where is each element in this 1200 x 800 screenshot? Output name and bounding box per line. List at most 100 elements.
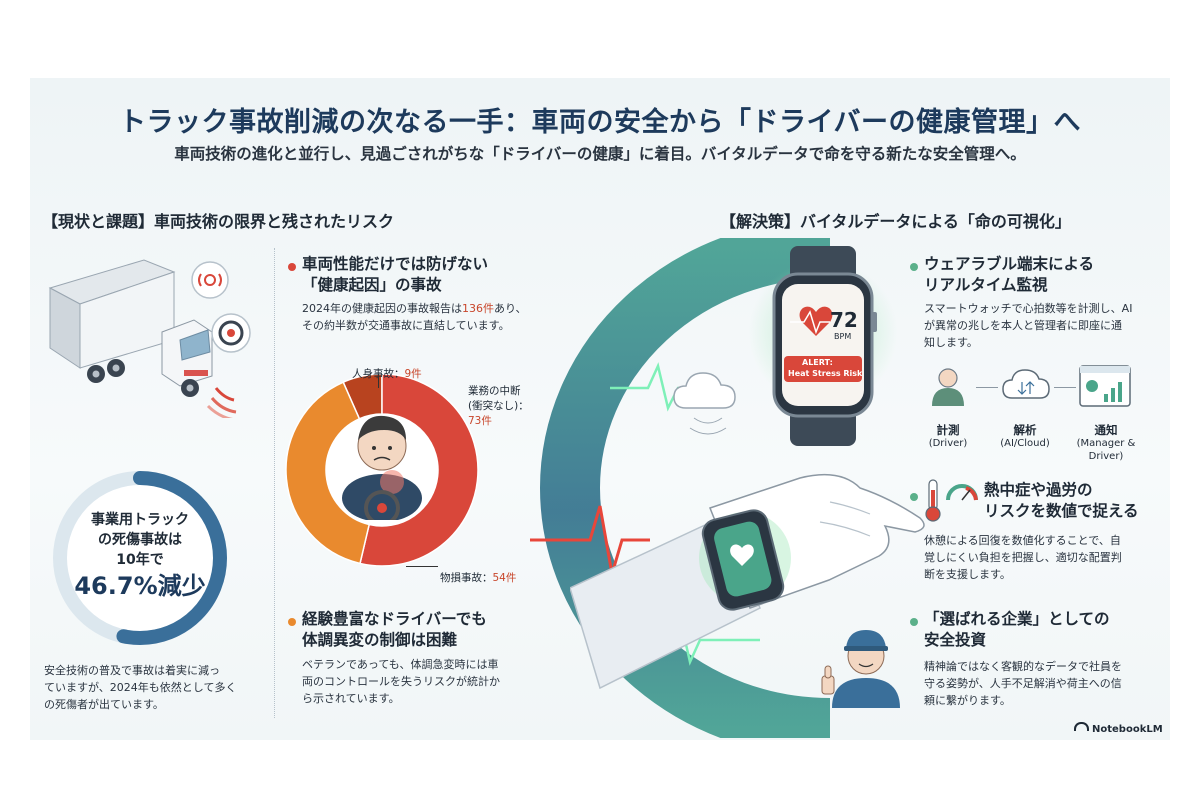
flow-step-notify: 通知 (Manager & Driver) [1070, 424, 1142, 463]
mid-block1-line1: 2024年の健康起因の事故報告は136件あり、 [302, 300, 582, 317]
text-line: 精神論ではなく客観的なデータで社員を [924, 660, 1122, 673]
flow-step-sub: Driver) [1088, 451, 1124, 462]
dashboard-icon [1079, 365, 1131, 407]
text-pre: 2024年の健康起因の事故報告は [302, 302, 462, 315]
text-line: 守る姿勢が、人手不足解消や荷主への信 [924, 677, 1122, 690]
flow-step-analyze: 解析 (AI/Cloud) [992, 424, 1058, 450]
mid-block1-heading: 車両性能だけでは防げない 「健康起因」の事故 [302, 254, 562, 296]
text-line: 休憩による回復を数値化することで、自 [924, 534, 1121, 547]
donut-value: 73件 [468, 415, 492, 427]
text-line: ら示されています。 [302, 692, 400, 705]
text-line: が異常の兆しを本人と管理者に即座に通 [924, 319, 1122, 332]
mid-block1-text: 2024年の健康起因の事故報告は136件あり、 その約半数が交通事故に直結してい… [302, 300, 582, 334]
column-divider [274, 248, 275, 718]
flow-step-sub: (Driver) [928, 438, 968, 449]
flow-step-measure: 計測 (Driver) [918, 424, 978, 450]
bullet-dot [910, 493, 918, 501]
flow-step-title: 通知 [1094, 423, 1118, 437]
wrist-illustration [570, 473, 925, 690]
bullet-dot [910, 618, 918, 626]
cloud-icon [1002, 369, 1050, 399]
bullet-dot [288, 618, 296, 626]
alert-title: ALERT: [802, 358, 833, 367]
donut-label-injury: 人身事故：9件 [352, 366, 422, 381]
donut-label-text: 物損事故： [440, 572, 493, 584]
heading-line: 熱中症や過労の [984, 481, 1093, 499]
text-line: 知します。 [924, 336, 978, 349]
donut-label-interruption: 業務の中断 (衝突なし)： 73件 [468, 384, 529, 429]
ring-line3: 10年で [116, 552, 164, 568]
ring-caption-line: 安全技術の普及で事故は着実に減っ [44, 664, 220, 677]
mid-block1-line2: その約半数が交通事故に直結しています。 [302, 319, 510, 332]
gauge-icon [946, 484, 978, 501]
donut-label-property: 物損事故：54件 [440, 570, 516, 585]
heading-line: 「健康起因」の事故 [302, 276, 442, 294]
text-line: 両のコントロールを失うリスクが統計か [302, 675, 500, 688]
heading-line: 体調異変の制御は困難 [302, 631, 458, 649]
stressed-driver-icon [342, 415, 422, 520]
heading-line: 経験豊富なドライバーでも [302, 610, 487, 628]
right-block2-heading: 熱中症や過労の リスクを数値で捉える [984, 480, 1164, 522]
brand-badge: NotebookLM [1074, 722, 1163, 735]
flow-step-sub: (Manager & [1076, 438, 1136, 449]
accident-count: 136件 [462, 302, 494, 315]
right-block3-text: 精神論ではなく客観的なデータで社員を 守る姿勢が、人手不足解消や荷主への信 頼に… [924, 658, 1168, 709]
heading-line: ウェアラブル端末による [924, 255, 1095, 273]
truck-icon [48, 259, 237, 418]
flow-connector [976, 387, 998, 388]
person-icon [932, 368, 964, 406]
thermometer-icon [925, 479, 941, 522]
text-post: あり、 [494, 302, 527, 315]
leader-line [378, 374, 379, 388]
cloud-icon [673, 372, 736, 435]
page-title: トラック事故削減の次なる一手：車両の安全から「ドライバーの健康管理」へ [119, 107, 1081, 138]
brand-name: NotebookLM [1092, 724, 1163, 735]
ring-caption-line: ていますが、2024年も依然として多く [44, 681, 237, 694]
right-block2-text: 休憩による回復を数値化することで、自 覚しにくい負担を把握し、適切な配置判 断を… [924, 532, 1168, 583]
donut-value: 54件 [492, 572, 517, 584]
reduction-ring [53, 471, 227, 645]
flow-step-title: 解析 [1013, 423, 1037, 437]
ring-line2: の死傷事故は [98, 532, 182, 548]
mid-block2-heading: 経験豊富なドライバーでも 体調異変の制御は困難 [302, 609, 562, 651]
text-line: 断を支援します。 [924, 568, 1011, 581]
ring-caption-line: の死傷者が出ています。 [44, 698, 164, 711]
text-line: 頼に繋がります。 [924, 694, 1011, 707]
bullet-dot [288, 263, 296, 271]
text-line: ベテランであっても、体調急変時には車 [302, 658, 499, 671]
heading-line: 安全投資 [924, 631, 987, 649]
brake-warning-icon [191, 261, 229, 299]
right-block1-heading: ウェアラブル端末による リアルタイム監視 [924, 254, 1164, 296]
heading-line: リアルタイム監視 [924, 276, 1048, 294]
page-subtitle: 車両技術の進化と並行し、見過ごされがちな「ドライバーの健康」に着目。バイタルデー… [174, 145, 1026, 163]
smartwatch-icon [772, 246, 877, 446]
donut-label-text: (衝突なし)： [468, 400, 529, 412]
donut-value: 9件 [404, 368, 422, 380]
leader-line [406, 566, 438, 567]
heading-line: リスクを数値で捉える [984, 502, 1139, 520]
ring-caption: 安全技術の普及で事故は着実に減っ ていますが、2024年も依然として多く の死傷… [44, 662, 274, 713]
watch-bpm: 72 [830, 308, 858, 332]
text-line: スマートウォッチで心拍数等を計測し、AI [924, 302, 1133, 315]
notebooklm-logo-icon [1074, 722, 1089, 731]
heading-line: 「選ばれる企業」としての [924, 610, 1110, 628]
right-block1-text: スマートウォッチで心拍数等を計測し、AI が異常の兆しを本人と管理者に即座に通 … [924, 300, 1168, 351]
tire-icon [211, 313, 251, 353]
donut-label-text: 業務の中断 [468, 385, 521, 397]
heading-line: 車両性能だけでは防げない [302, 255, 489, 273]
watch-bpm-unit: BPM [834, 332, 852, 341]
flow-connector [1054, 387, 1076, 388]
right-block3-heading: 「選ばれる企業」としての 安全投資 [924, 609, 1164, 651]
ring-highlight: 46.7%減少 [74, 572, 206, 600]
flow-step-title: 計測 [936, 423, 960, 437]
alert-text: Heat Stress Risk [788, 369, 863, 378]
ring-line1: 事業用トラック [91, 512, 189, 528]
mid-block2-text: ベテランであっても、体調急変時には車 両のコントロールを失うリスクが統計か ら示… [302, 656, 562, 707]
watch-alert: ALERT: Heat Stress Risk [788, 357, 866, 379]
infographic-card: トラック事故削減の次なる一手：車両の安全から「ドライバーの健康管理」へ 車両技術… [30, 78, 1170, 740]
left-section-title: 【現状と課題】車両技術の限界と残されたリスク [42, 212, 395, 231]
flow-step-sub: (AI/Cloud) [1000, 438, 1050, 449]
right-section-title: 【解決策】バイタルデータによる「命の可視化」 [720, 212, 1071, 231]
worker-thumbs-up-icon [821, 630, 900, 708]
bullet-dot [910, 263, 918, 271]
